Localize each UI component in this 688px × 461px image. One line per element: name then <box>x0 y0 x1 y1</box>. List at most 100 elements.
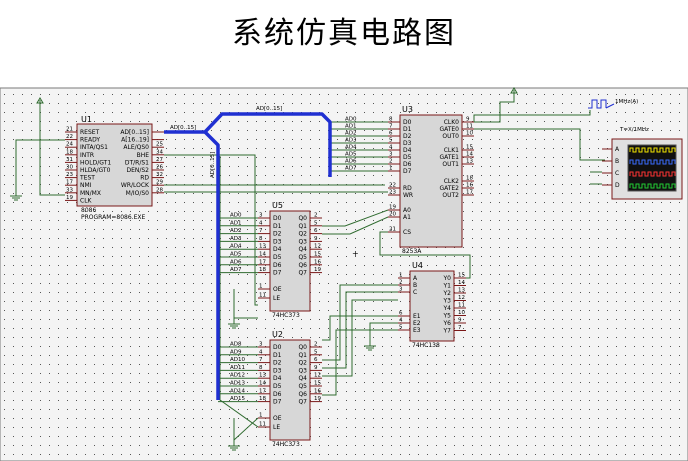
pin-u1-num: 23 <box>66 172 73 178</box>
pin-u1-name: BHE <box>137 152 150 159</box>
pin-u2-name: Q4 <box>298 375 307 382</box>
pin-u5-name: OE <box>273 286 282 293</box>
pin-u2-num: 1 <box>259 413 263 419</box>
pin-u1-num: 24 <box>66 142 73 148</box>
pin-u3-num: 3 <box>389 152 393 158</box>
pin-u2-name: D5 <box>273 383 282 390</box>
pin-u3-num: 2 <box>389 159 393 165</box>
pin-u4-name: B <box>413 282 417 289</box>
pin-u5-num: 18 <box>259 267 266 273</box>
net-label-u2: AD10 <box>230 357 245 363</box>
pin-u5-name: Q2 <box>298 231 307 238</box>
pin-u5-num: 7 <box>259 228 263 234</box>
net-label-u5: AD5 <box>230 252 242 258</box>
power-symbol <box>36 97 44 108</box>
pin-u1-name: ALE/QS0 <box>123 144 149 151</box>
bus-label-top: AD[0..15] <box>256 106 282 112</box>
pin-u5-name: Q6 <box>298 262 307 269</box>
pin-u5-name: D2 <box>273 231 282 238</box>
net-label-u3: AD4 <box>345 145 357 151</box>
pin-u3-num: 23 <box>389 190 396 196</box>
pin-u2-name: D6 <box>273 391 282 398</box>
pin-u2-name: LE <box>273 424 280 431</box>
pin-u1-name: HLDA/GT0 <box>80 167 111 174</box>
pin-u5-name: D5 <box>273 254 282 261</box>
net-label-u2: AD12 <box>230 373 245 379</box>
page-title: 系统仿真电路图 <box>232 16 456 51</box>
pin-u4-name: Y6 <box>443 320 452 327</box>
net-label-u5: AD3 <box>230 236 242 242</box>
pin-u4-num: 11 <box>458 303 465 309</box>
pin-u4-name: E2 <box>413 320 421 327</box>
wire-a0 <box>322 209 389 227</box>
wire-gnd-u1 <box>15 139 65 190</box>
probe-marker: + <box>352 249 359 258</box>
pin-u3-name: RD <box>403 185 412 192</box>
pin-u5-num: 2 <box>314 213 318 219</box>
pin-u3-name: D1 <box>403 126 412 133</box>
bus-label-u1-out: AD[0..15] <box>170 125 196 131</box>
pin-u4-name: Y4 <box>443 305 452 312</box>
pin-u2-num: 5 <box>314 349 318 355</box>
pin-u3-name: A1 <box>403 214 411 221</box>
ground-symbol <box>228 440 240 451</box>
pin-u3-name: GATE1 <box>439 154 459 161</box>
pin-u4-num: 3 <box>399 287 403 293</box>
pin-u1-name: A[16..19] <box>121 137 149 144</box>
scope-trace <box>629 147 676 153</box>
chip-u3-type: 8253A <box>402 248 422 255</box>
chip-u3-8253 <box>399 114 463 248</box>
wire-clk0 <box>473 110 591 122</box>
pin-u3-num: 15 <box>466 145 473 151</box>
pin-u1-num: 19 <box>66 195 73 201</box>
pin-u1-name: RD <box>140 175 149 182</box>
pin-u2-num: 4 <box>259 349 263 355</box>
wire-cs <box>379 231 471 279</box>
pin-u2-num: 11 <box>259 422 266 428</box>
pin-u1-num: 17 <box>66 180 73 186</box>
pin-u4-num: 14 <box>458 280 465 286</box>
pin-u3-name: GATE2 <box>439 185 459 192</box>
pin-u3-num: 16 <box>466 183 473 189</box>
chip-u4-ref: U4 <box>412 261 423 270</box>
pin-u4-name: Y3 <box>443 298 452 305</box>
pin-u5-name: LE <box>273 295 280 302</box>
pin-u3-name: D4 <box>403 147 412 154</box>
chip-u1-ref: U1 <box>81 115 92 124</box>
net-label-u2: AD14 <box>230 388 245 394</box>
pin-u3-name: CLK0 <box>444 119 459 126</box>
pin-u1-name: RESET <box>80 129 100 136</box>
net-label-u3: AD1 <box>345 124 357 130</box>
pin-u2-num: 3 <box>259 342 263 348</box>
pin-u2-num: 7 <box>259 357 263 363</box>
wire-power-u1 <box>39 108 65 196</box>
pin-u5-name: Q5 <box>298 254 307 261</box>
pin-u2-num: 18 <box>259 396 266 402</box>
pin-u5-num: 14 <box>259 252 266 258</box>
pin-u1-name: HOLD/GT1 <box>80 159 111 166</box>
pin-u1-num: 32 <box>156 172 163 178</box>
pin-u2-num: 17 <box>259 388 266 394</box>
wire-u2-c <box>322 299 398 377</box>
pin-u2-name: OE <box>273 415 282 422</box>
pin-u2-name: Q6 <box>298 391 307 398</box>
pin-u1-name: CLK <box>80 197 93 204</box>
pin-u5-name: Q1 <box>298 223 307 230</box>
scope-trace <box>629 183 676 189</box>
wires <box>15 96 605 442</box>
pin-u2-name: Q1 <box>298 352 307 359</box>
pin-u3-name: D6 <box>403 161 412 168</box>
pin-u4-name: Y5 <box>443 313 452 320</box>
pin-u4-name: E3 <box>413 327 421 334</box>
pin-u5-num: 19 <box>314 267 321 273</box>
pin-u2-num: 16 <box>314 388 321 394</box>
net-label-u2: AD9 <box>230 349 242 355</box>
pin-u4-name: Y1 <box>443 283 452 290</box>
wire-a1 <box>322 216 389 235</box>
pin-u3-name: OUT1 <box>442 161 459 168</box>
net-label-u5: AD4 <box>230 244 242 250</box>
pin-u3-name: A0 <box>403 207 411 214</box>
ground-symbol <box>364 340 376 351</box>
chip-u3-ref: U3 <box>402 105 413 114</box>
